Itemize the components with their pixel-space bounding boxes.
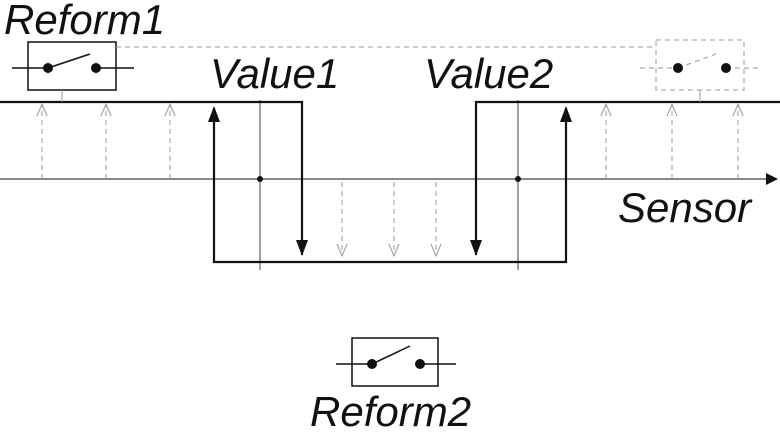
threshold-markers xyxy=(257,100,521,270)
value2-label: Value2 xyxy=(424,50,553,97)
dashed-up-arrowheads-left xyxy=(36,102,176,117)
dashed-up-arrowheads-right xyxy=(600,102,744,117)
reform2-switch xyxy=(336,337,456,387)
dashed-up-arrows-right xyxy=(605,106,739,179)
dashed-up-arrows-left xyxy=(41,106,171,179)
sensor-label: Sensor xyxy=(618,184,753,231)
reform1-label: Reform1 xyxy=(4,0,165,43)
reform-ghost-contact-left xyxy=(673,63,683,73)
sensor-axis xyxy=(0,173,778,185)
reform1-switch xyxy=(12,41,134,102)
dashed-down-arrowheads xyxy=(336,243,442,258)
reform2-label: Reform2 xyxy=(310,388,471,432)
reform-switch-ghost xyxy=(640,39,762,102)
reform-ghost-contact-right xyxy=(721,63,731,73)
value1-label: Value1 xyxy=(210,50,339,97)
dashed-down-arrows xyxy=(341,182,437,254)
hysteresis-loop xyxy=(0,100,780,264)
